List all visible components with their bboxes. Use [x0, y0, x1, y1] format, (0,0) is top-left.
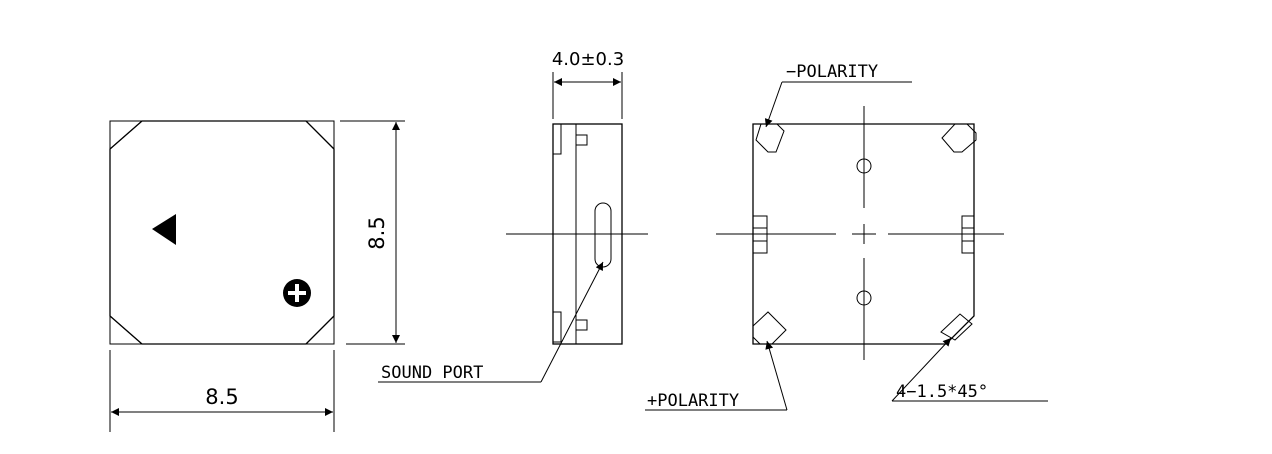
side-thickness-dimension: 4.0±0.3	[552, 49, 624, 119]
side-terminal-bottom	[575, 319, 588, 331]
bottom-pad-top-right	[941, 123, 977, 153]
front-width-label: 8.5	[205, 385, 238, 409]
front-view: 8.5 8.5	[109, 120, 405, 432]
side-pad-top	[552, 123, 562, 155]
bottom-body-outline	[752, 123, 975, 345]
neg-polarity-callout: −POLARITY	[764, 62, 912, 128]
side-view: 4.0±0.3 SOUND PORT	[378, 49, 648, 383]
pos-polarity-label: +POLARITY	[647, 391, 739, 411]
sound-port-slot	[594, 202, 612, 268]
front-pad-bottom-left	[109, 314, 144, 345]
side-thickness-label: 4.0±0.3	[552, 49, 624, 70]
bottom-view: −POLARITY +POLARITY 4−1.5*45°	[645, 62, 1048, 411]
pos-polarity-callout: +POLARITY	[645, 340, 788, 411]
front-pad-bottom-right	[304, 314, 335, 345]
sound-port-callout: SOUND PORT	[378, 261, 604, 383]
sound-port-label: SOUND PORT	[381, 363, 483, 383]
front-height-label: 8.5	[365, 216, 389, 249]
bottom-pad-neg-polarity	[755, 123, 785, 153]
plus-circle-icon	[283, 279, 311, 307]
side-pad-bottom	[552, 311, 562, 343]
front-body-outline	[109, 120, 335, 345]
front-height-dimension: 8.5	[340, 120, 405, 345]
chamfer-label: 4−1.5*45°	[896, 382, 988, 402]
neg-polarity-label: −POLARITY	[786, 62, 878, 82]
triangle-icon	[152, 214, 176, 245]
side-terminal-top	[575, 134, 588, 146]
front-pad-square	[109, 120, 335, 345]
chamfer-callout: 4−1.5*45°	[891, 337, 1048, 402]
bottom-pad-pos-polarity	[752, 311, 787, 345]
front-width-dimension: 8.5	[109, 350, 335, 432]
front-pad-top-right	[304, 120, 335, 151]
bottom-pad-bottom-right	[940, 313, 973, 341]
front-pad-top-left	[109, 120, 144, 151]
